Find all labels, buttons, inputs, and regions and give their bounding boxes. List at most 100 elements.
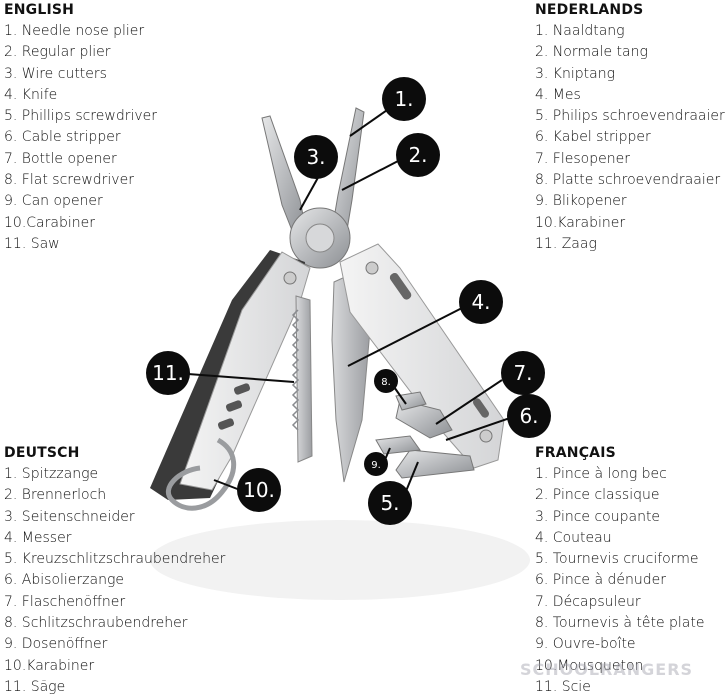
dutch-item: 4. Mes — [535, 86, 581, 103]
french-item: 9. Ouvre-boîte — [535, 636, 636, 653]
callout-3: 3. — [294, 135, 338, 179]
tool-shadow — [150, 520, 530, 600]
german-item: 1. Spitzzange — [4, 466, 99, 482]
dutch-item: 7. Flesopener — [535, 150, 630, 167]
english-title: ENGLISH — [4, 2, 75, 18]
dutch-item: 2. Normale tang — [535, 44, 648, 61]
callout-3-label: 3. — [306, 145, 325, 169]
leader-line-7 — [435, 379, 503, 425]
callout-10-label: 10. — [243, 478, 275, 502]
english-item: 11. Saw — [4, 235, 60, 252]
dutch-item: 9. Blikopener — [535, 193, 627, 210]
right-handle — [339, 243, 505, 469]
callout-9-label: 9. — [371, 460, 381, 471]
callout-6: 6. — [507, 394, 551, 438]
callout-11: 11. — [146, 351, 190, 395]
german-item: 6. Abisolierzange — [4, 572, 124, 589]
leader-line-2 — [341, 159, 401, 191]
leader-line-10 — [213, 479, 241, 491]
german-item: 5. Kreuzschlitzschraubendreher — [4, 551, 226, 568]
english-legend: ENGLISH 1. Needle nose plier 2. Regular … — [4, 2, 157, 255]
callout-11-label: 11. — [152, 361, 184, 385]
callout-9: 9. — [364, 452, 388, 476]
left-handle-cover — [179, 251, 311, 491]
english-item: 3. Wire cutters — [4, 65, 107, 82]
callout-1-label: 1. — [394, 87, 413, 111]
callout-1: 1. — [382, 77, 426, 121]
english-list: 1. Needle nose plier 2. Regular plier 3.… — [4, 21, 157, 255]
pivot-inner — [305, 223, 335, 253]
german-item: 8. Schlitzschraubendreher — [4, 615, 188, 632]
english-item: 9. Can opener — [4, 193, 103, 210]
french-item: 8. Tournevis à tête plate — [535, 615, 705, 632]
german-item: 2. Brennerloch — [4, 487, 107, 504]
french-legend: FRANÇAIS 1. Pince à long bec 2. Pince cl… — [535, 445, 704, 698]
french-list: 1. Pince à long bec 2. Pince classique 3… — [535, 464, 704, 698]
french-item: 5. Tournevis cruciforme — [535, 551, 699, 568]
german-list: 1. Spitzzange 2. Brennerloch 3. Seitensc… — [4, 464, 225, 698]
german-item: 10.Karabiner — [4, 657, 95, 674]
phillips-screwdriver — [395, 449, 475, 479]
callout-7-label: 7. — [513, 361, 532, 385]
french-item: 6. Pince à dénuder — [535, 572, 666, 589]
dutch-item: 6. Kabel stripper — [535, 129, 651, 146]
english-item: 2. Regular plier — [4, 44, 111, 61]
callout-2-label: 2. — [408, 143, 427, 167]
english-item: 1. Needle nose plier — [4, 23, 145, 39]
french-item: 2. Pince classique — [535, 487, 660, 504]
german-item: 9. Dosenöffner — [4, 636, 108, 653]
dutch-title: NEDERLANDS — [535, 2, 644, 18]
dutch-item: 3. Kniptang — [535, 65, 615, 82]
callout-8: 8. — [374, 369, 398, 393]
english-item: 8. Flat screwdriver — [4, 172, 134, 189]
french-item: 1. Pince à long bec — [535, 466, 667, 482]
callout-6-label: 6. — [519, 404, 538, 428]
french-item: 11. Scie — [535, 678, 591, 695]
french-title: FRANÇAIS — [535, 445, 616, 461]
leader-line-6 — [445, 417, 511, 441]
saw-teeth — [291, 309, 300, 431]
callout-8-label: 8. — [381, 377, 391, 388]
german-title: DEUTSCH — [4, 445, 80, 461]
dutch-legend: NEDERLANDS 1. Naaldtang 2. Normale tang … — [535, 2, 725, 255]
leader-line-4 — [347, 307, 463, 367]
english-item: 6. Cable stripper — [4, 129, 121, 146]
french-item: 3. Pince coupante — [535, 508, 661, 525]
german-item: 4. Messer — [4, 529, 72, 546]
carabiner — [166, 437, 237, 511]
handle-slot — [217, 418, 235, 430]
callout-4-label: 4. — [471, 290, 490, 314]
german-item: 7. Flaschenöffner — [4, 593, 126, 610]
leader-line-1 — [349, 107, 391, 137]
handle-slot — [233, 383, 251, 395]
dutch-item: 5. Philips schroevendraaier — [535, 108, 725, 125]
callout-5-label: 5. — [380, 491, 399, 515]
english-item: 7. Bottle opener — [4, 150, 117, 167]
handle-slot — [389, 272, 412, 300]
can-opener — [375, 435, 421, 455]
handle-slot — [225, 400, 243, 412]
french-item: 4. Couteau — [535, 529, 612, 546]
english-item: 5. Phillips screwdriver — [4, 108, 158, 125]
leader-line-11 — [187, 373, 295, 383]
german-item: 11. Säge — [4, 678, 66, 695]
multitool-illustration: 1. 2. 3. 4. 5. 6. 7. 8. 9. 10. 11. — [146, 77, 551, 600]
callout-4: 4. — [459, 280, 503, 324]
callout-2: 2. — [396, 133, 440, 177]
dutch-item: 1. Naaldtang — [535, 23, 625, 39]
callout-5: 5. — [368, 481, 412, 525]
german-legend: DEUTSCH 1. Spitzzange 2. Brennerloch 3. … — [4, 445, 225, 698]
watermark: SCHOOLRANGERS — [520, 660, 694, 679]
english-item: 4. Knife — [4, 86, 58, 103]
dutch-item: 10.Karabiner — [535, 214, 626, 231]
handle-rivet — [479, 429, 493, 443]
english-item: 10.Carabiner — [4, 214, 95, 231]
french-item: 10.Mousqueton — [535, 657, 644, 674]
dutch-item: 11. Zaag — [535, 235, 597, 252]
german-item: 3. Seitenschneider — [4, 508, 135, 525]
flat-screwdriver — [395, 391, 427, 411]
callout-7: 7. — [501, 351, 545, 395]
callout-10: 10. — [237, 468, 281, 512]
saw-blade — [295, 295, 313, 463]
bottle-opener — [395, 399, 453, 439]
